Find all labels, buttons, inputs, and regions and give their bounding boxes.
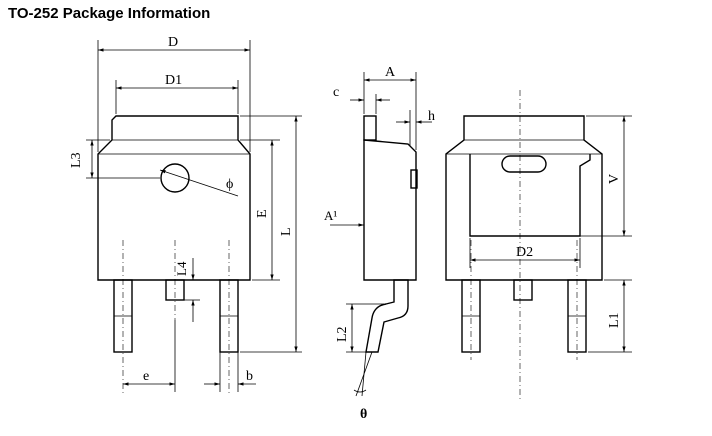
back-view: V D2 L1 xyxy=(445,115,632,360)
label-L3: L3 xyxy=(69,152,84,168)
front-body-outline xyxy=(97,115,251,281)
dim-arc-theta xyxy=(353,389,367,393)
back-slot xyxy=(501,155,547,173)
side-body-outline xyxy=(363,139,417,281)
back-heatsink-pad xyxy=(469,154,591,237)
label-h: h xyxy=(428,109,435,124)
label-theta: θ xyxy=(360,407,367,422)
label-D1: D1 xyxy=(165,73,182,88)
side-view: A c h A¹ L2 θ xyxy=(324,65,521,422)
side-tab xyxy=(363,115,377,141)
label-A1: A¹ xyxy=(324,208,337,223)
label-L2: L2 xyxy=(335,326,350,342)
mounting-hole xyxy=(160,163,190,193)
label-L: L xyxy=(279,227,294,236)
label-E: E xyxy=(255,209,270,218)
dim-leader-phi xyxy=(159,169,239,197)
side-heatsink-notch xyxy=(410,169,418,189)
label-b: b xyxy=(246,369,253,384)
label-V: V xyxy=(607,174,622,184)
label-phi: ϕ xyxy=(226,177,233,192)
page-title: TO-252 Package Information xyxy=(8,5,211,22)
label-D: D xyxy=(168,35,178,50)
label-D2: D2 xyxy=(516,245,533,260)
label-A: A xyxy=(385,65,396,80)
back-body-outline xyxy=(445,115,603,281)
label-e: e xyxy=(143,369,149,384)
side-lead xyxy=(365,279,409,353)
label-L1: L1 xyxy=(607,312,622,328)
label-c: c xyxy=(333,85,339,100)
label-L4: L4 xyxy=(174,261,189,276)
back-lead-center-stub xyxy=(513,279,533,301)
front-view: D D1 L3 ϕ E L L4 e b xyxy=(69,35,302,395)
